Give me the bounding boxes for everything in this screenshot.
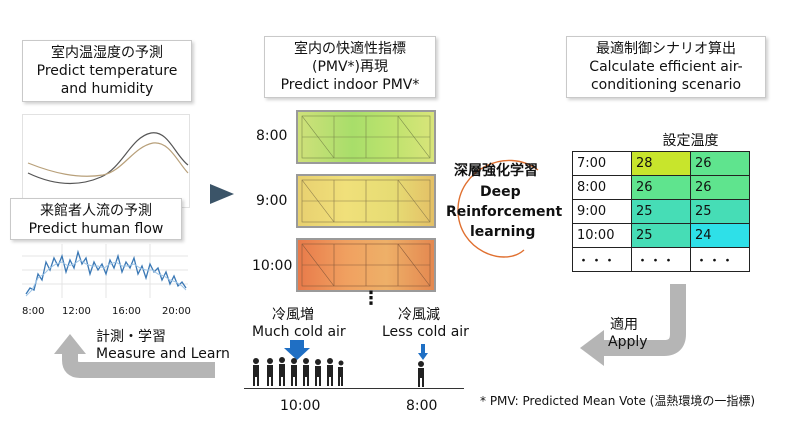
calc-scenario-box: 最適制御シナリオ算出 Calculate efficient air- cond… [566,36,766,98]
timeline-time-less: 8:00 [406,398,438,414]
row-time: 10:00 [572,223,632,248]
predict-temp-label-en2: and humidity [60,81,154,97]
row-temp-a: 28 [631,151,691,176]
pmv-heatmap-10 [296,238,436,292]
predict-flow-label-en: Predict human flow [28,221,164,237]
row-time: 7:00 [572,151,632,176]
flow-tick-4: 20:00 [162,306,191,317]
row-time: 9:00 [572,199,632,224]
measure-learn-ja: 計測・学習 [96,329,166,345]
pmv-heatmap-9 [296,174,436,228]
predict-flow-box: 来館者人流の予測 Predict human flow [10,198,182,240]
apply-label-en: Apply [608,334,648,350]
much-cold-arrow-icon [284,340,310,360]
human-flow-chart [22,244,188,302]
heatmap-time-1: 8:00 [256,128,288,144]
crowd-people-icon [253,357,344,386]
table-header: 設定温度 [662,132,719,149]
pmv-footnote: * PMV: Predicted Mean Vote (温熱環境の一指標) [480,394,756,408]
calc-label-en1: Calculate efficient air- [589,59,743,75]
predict-temp-label-en1: Predict temperature [36,63,178,79]
table-row: 8:00 26 26 [572,175,750,200]
drl-label-en2: Reinforcement [446,204,563,220]
flow-tick-3: 16:00 [112,306,141,317]
human-flow-line [22,244,188,298]
less-cold-arrow-icon [418,344,428,360]
row-time: 8:00 [572,175,632,200]
drl-label-ja: 深層強化学習 [454,163,538,179]
row-dots: ・・・ [572,247,632,272]
flow-tick-2: 12:00 [62,306,91,317]
apply-arrow-icon [580,284,686,366]
right-chevron-arrow-icon [210,184,234,204]
predict-flow-label-ja: 来館者人流の予測 [40,203,152,219]
predict-temp-label-ja: 室内温湿度の予測 [51,45,163,61]
measure-learn-arrow-icon [54,334,215,378]
row-temp-b: 26 [690,175,750,200]
predict-temp-box: 室内温湿度の予測 Predict temperature and humidit… [22,40,192,102]
table-row: 9:00 25 25 [572,199,750,224]
pmv-label-ja: 室内の快適性指標 [294,41,406,57]
row-temp-a: 25 [631,199,691,224]
row-temp-b: 24 [690,223,750,248]
less-cold-ja: 冷風減 [398,307,440,323]
much-cold-en: Much cold air [252,324,346,340]
measure-learn-en: Measure and Learn [96,346,230,362]
timeline-baseline [244,388,464,389]
predict-pmv-box: 室内の快適性指標 (PMV*)再現 Predict indoor PMV* [264,36,436,98]
table-header-row: 設定温度 [573,128,750,152]
drl-label-en3: learning [470,224,536,240]
table-row: ・・・ ・・・ ・・・ [572,247,750,272]
temp-humidity-curve-panel [22,114,190,208]
table-row: 10:00 25 24 [572,223,750,248]
pmv-label-en: Predict indoor PMV* [280,77,420,93]
calc-label-ja: 最適制御シナリオ算出 [596,41,736,57]
pmv-label-line2: (PMV*)再現 [311,59,389,75]
table-row: 7:00 28 26 [572,151,750,176]
row-dots-a: ・・・ [631,247,691,272]
row-temp-b: 25 [690,199,750,224]
flow-tick-1: 8:00 [22,306,45,317]
calc-label-en2: conditioning scenario [590,77,742,93]
heatmap-time-3: 10:00 [252,258,293,274]
single-person-icon [418,361,424,387]
flow-tick-labels: 8:00 12:00 16:00 20:00 [22,306,202,320]
heatmap-continue-dots: ⋮ [362,288,380,309]
drl-label-en1: Deep [480,184,521,200]
heatmap-time-2: 9:00 [256,193,288,209]
less-cold-en: Less cold air [382,324,469,340]
temp-humidity-curves [27,132,189,184]
much-cold-ja: 冷風増 [272,307,314,323]
row-temp-a: 25 [631,223,691,248]
row-dots-b: ・・・ [690,247,750,272]
row-temp-b: 26 [690,151,750,176]
drl-swirl-icon [457,159,539,258]
pmv-heatmap-8 [296,110,436,164]
setpoint-table: 設定温度 7:00 28 26 8:00 26 26 9:00 25 25 10… [572,128,750,272]
apply-label-ja: 適用 [610,317,638,333]
timeline-time-much: 10:00 [280,398,321,414]
row-temp-a: 26 [631,175,691,200]
